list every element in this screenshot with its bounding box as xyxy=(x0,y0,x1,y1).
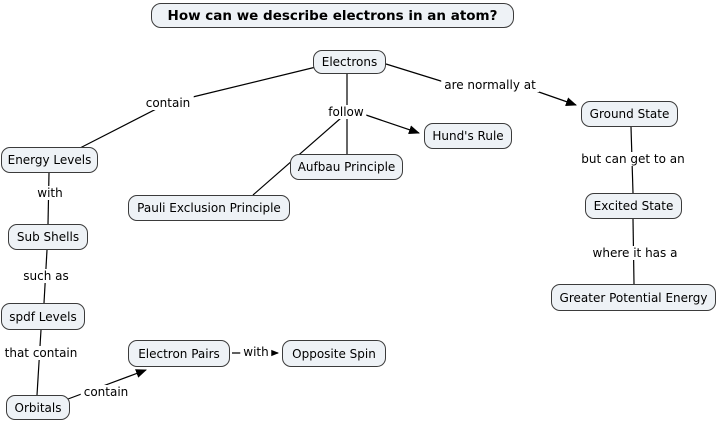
edge-spdf-orbitals xyxy=(36,329,42,396)
map-title: How can we describe electrons in an atom… xyxy=(151,3,514,28)
edge-electrons-energy-levels xyxy=(79,66,317,149)
node-energy-levels[interactable]: Energy Levels xyxy=(1,147,98,173)
edge-label-contain-pairs: contain xyxy=(80,385,132,399)
node-spdf-levels[interactable]: spdf Levels xyxy=(1,303,85,330)
edge-label-are-normally-at: are normally at xyxy=(441,78,539,92)
edge-follow-hunds-rule xyxy=(365,114,420,135)
edge-electrons-normally xyxy=(385,63,445,83)
edge-label-such-as: such as xyxy=(20,269,72,283)
edge-normally-ground-state xyxy=(535,90,577,106)
node-hunds-rule[interactable]: Hund's Rule xyxy=(424,123,512,149)
edge-label-that-contain: that contain xyxy=(1,346,81,360)
edge-label-where-it-has-a: where it has a xyxy=(589,246,681,260)
edge-label-with-sub-shells: with xyxy=(34,186,66,200)
node-excited-state[interactable]: Excited State xyxy=(585,193,682,219)
edge-label-contain-energy: contain xyxy=(142,96,194,110)
edge-label-with-spin: with xyxy=(240,345,272,359)
node-electrons[interactable]: Electrons xyxy=(313,50,386,74)
node-aufbau-principle[interactable]: Aufbau Principle xyxy=(290,154,403,180)
edge-label-follow: follow xyxy=(325,105,367,119)
node-electron-pairs[interactable]: Electron Pairs xyxy=(128,340,230,367)
node-ground-state[interactable]: Ground State xyxy=(581,101,678,127)
node-greater-potential-energy[interactable]: Greater Potential Energy xyxy=(551,284,716,311)
node-opposite-spin[interactable]: Opposite Spin xyxy=(282,340,386,367)
edge-label-but-can-get-to-an: but can get to an xyxy=(578,152,688,166)
node-pauli-exclusion-principle[interactable]: Pauli Exclusion Principle xyxy=(128,195,290,221)
node-sub-shells[interactable]: Sub Shells xyxy=(8,224,88,250)
node-orbitals[interactable]: Orbitals xyxy=(6,395,70,420)
